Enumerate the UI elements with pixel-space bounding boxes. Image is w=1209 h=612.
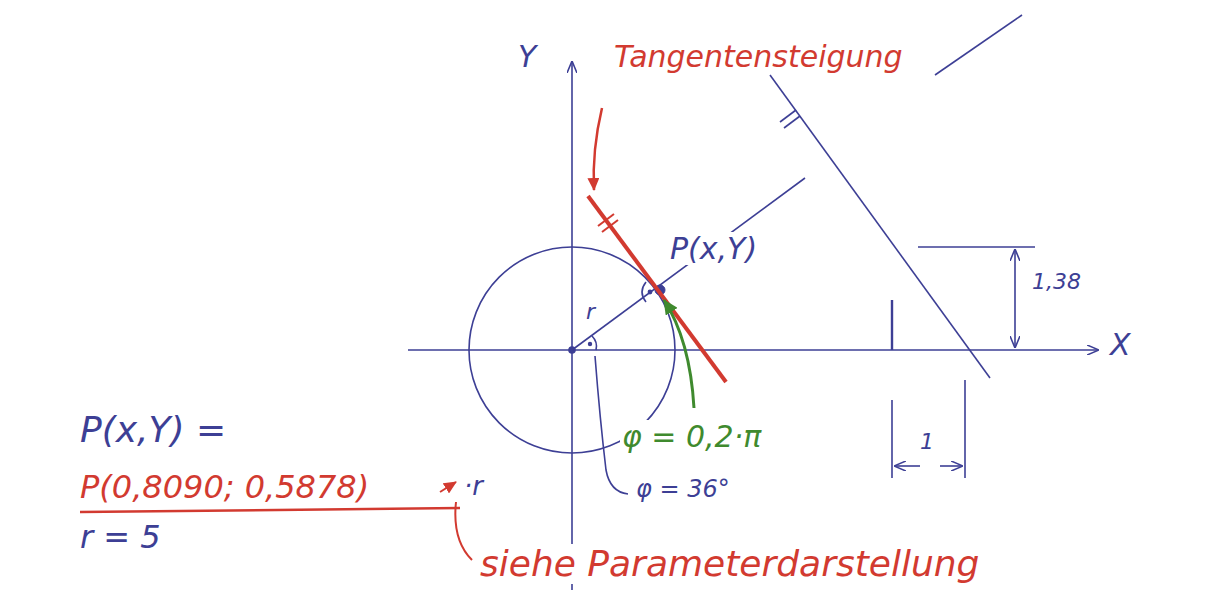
dimension-arrow	[895, 465, 920, 467]
dimension-arrow	[1014, 250, 1016, 300]
radius-value: r = 5	[78, 520, 163, 555]
dimension-label: 1,38	[1030, 270, 1083, 294]
sketch-stroke	[935, 15, 1022, 75]
slope-leg	[891, 300, 893, 350]
callout-arrow	[440, 482, 456, 492]
coordinate-text: P(0,8090; 0,5878)	[78, 470, 371, 505]
parallel-tangent-line	[770, 75, 990, 378]
dimension-arrow	[1014, 300, 1016, 347]
angle-dot	[589, 343, 592, 346]
y-axis	[571, 62, 573, 590]
dimension-arrow	[940, 465, 962, 467]
point-label: P(x,Y)	[668, 232, 759, 265]
right-angle-mark	[642, 282, 646, 302]
callout-arrow	[594, 108, 602, 190]
x-axis	[408, 349, 1098, 351]
callout-note: siehe Parameterdarstellung	[478, 544, 981, 584]
factor-text: ·r	[462, 472, 485, 501]
dimension-extension	[964, 380, 966, 478]
tangent-line	[588, 196, 726, 382]
radius-line	[572, 178, 805, 350]
axis-label: X	[1108, 328, 1133, 361]
dimension-extension	[918, 246, 1035, 248]
angle-label: φ = 0,2·π	[620, 420, 763, 453]
parallel-mark	[784, 116, 800, 128]
angle-label: φ = 36°	[634, 476, 732, 502]
radius-label: r	[584, 300, 597, 324]
dimension-label: 1	[918, 430, 936, 454]
axis-label: Y	[516, 40, 538, 73]
leader-line	[455, 502, 472, 560]
equation-text: P(x,Y) =	[78, 410, 228, 450]
angle-pointer	[664, 300, 694, 408]
callout-title: Tangentensteigung	[612, 40, 905, 73]
parallel-mark	[602, 220, 618, 232]
blue-geometry	[408, 15, 1098, 590]
dimension-extension	[891, 400, 893, 478]
underline	[80, 508, 460, 512]
angle-mark	[592, 336, 597, 350]
right-angle-dot	[648, 290, 651, 293]
